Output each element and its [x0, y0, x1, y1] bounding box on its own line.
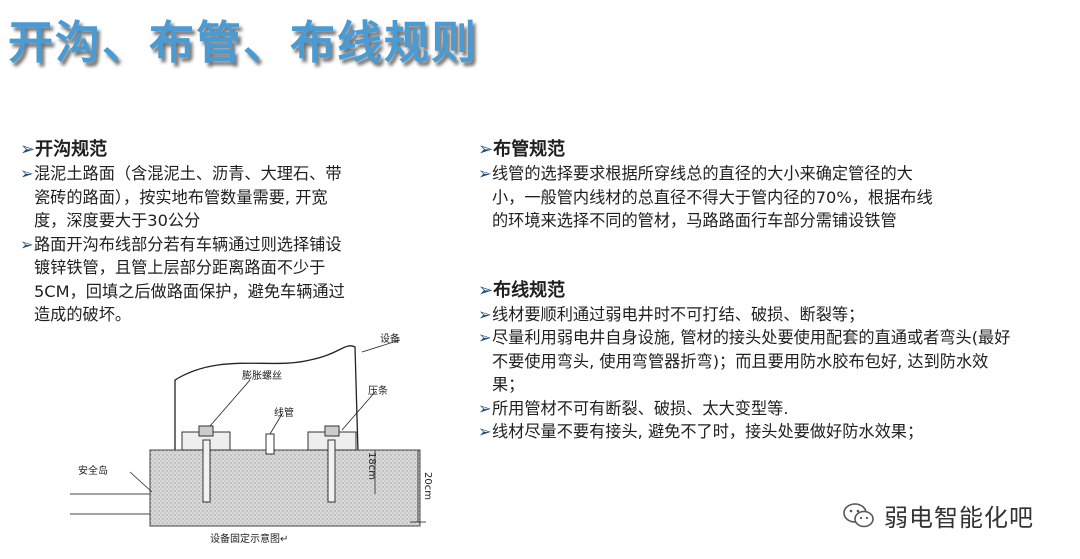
trench-section: ➢开沟规范 ➢混泥土路面（含混泥土、沥青、大理石、带瓷砖的路面），按实地布管数量…: [20, 137, 350, 327]
trench-item-2: ➢路面开沟布线部分若有车辆通过则选择铺设镀锌铁管，且管上层部分距离路面不少于5C…: [20, 234, 345, 325]
arrow-bullet-icon: ➢: [20, 234, 34, 254]
pipe-wire-section: ➢布管规范 ➢线管的选择要求根据所穿线总的直径的大小来确定管径的大小，一般管内线…: [478, 137, 1038, 444]
wire-item-1: ➢线材要顺利通过弱电井时不可打结、破损、断裂等；: [478, 303, 1038, 327]
arrow-bullet-icon: ➢: [20, 139, 36, 160]
arrow-bullet-icon: ➢: [20, 164, 34, 183]
label-equipment: 设备: [380, 334, 400, 345]
label-20cm: 20cm: [422, 472, 433, 500]
label-island: 安全岛: [78, 466, 108, 477]
wire-item-2: ➢尽量利用弱电井自身设施, 管材的接头处要使用配套的直通或者弯头(最好不要使用弯…: [478, 328, 1011, 394]
label-bar: 压条: [368, 386, 388, 397]
label-pipe: 线管: [274, 408, 294, 419]
diagram-drawing: [70, 339, 426, 527]
watermark-text: 弱电智能化吧: [884, 504, 1034, 532]
wechat-icon: [843, 502, 874, 527]
equipment-fixing-diagram: 设备 膨胀螺丝 压条 线管 安全岛 18cm 20cm 设备固定示意图↵: [70, 322, 490, 552]
pipe-item-1: ➢线管的选择要求根据所穿线总的直径的大小来确定管径的大小，一般管内线材的总直径不…: [478, 164, 933, 230]
arrow-bullet-icon: ➢: [478, 139, 494, 160]
figure-caption: 设备固定示意图↵: [210, 534, 289, 545]
page-title: 开沟、布管、布线规则: [8, 16, 479, 69]
arrow-bullet-icon: ➢: [478, 164, 492, 183]
arrow-bullet-icon: ➢: [478, 304, 492, 324]
wire-item-4: ➢线材尽量不要有接头, 避免不了时，接头处要做好防水效果；: [478, 420, 1038, 444]
label-bolt: 膨胀螺丝: [242, 371, 282, 382]
trench-heading: ➢开沟规范: [20, 139, 108, 160]
watermark: 弱电智能化吧: [842, 498, 1034, 533]
trench-item-1: ➢混泥土路面（含混泥土、沥青、大理石、带瓷砖的路面），按实地布管数量需要, 开宽…: [20, 164, 342, 230]
arrow-bullet-icon: ➢: [478, 328, 492, 347]
wire-heading: ➢布线规范: [478, 279, 566, 301]
wire-item-3: ➢所用管材不可有断裂、破损、太大变型等.: [478, 397, 1038, 421]
arrow-bullet-icon: ➢: [478, 422, 492, 441]
arrow-bullet-icon: ➢: [478, 398, 492, 418]
label-18cm: 18cm: [366, 452, 377, 480]
pipe-heading: ➢布管规范: [478, 139, 566, 160]
arrow-bullet-icon: ➢: [478, 279, 494, 301]
